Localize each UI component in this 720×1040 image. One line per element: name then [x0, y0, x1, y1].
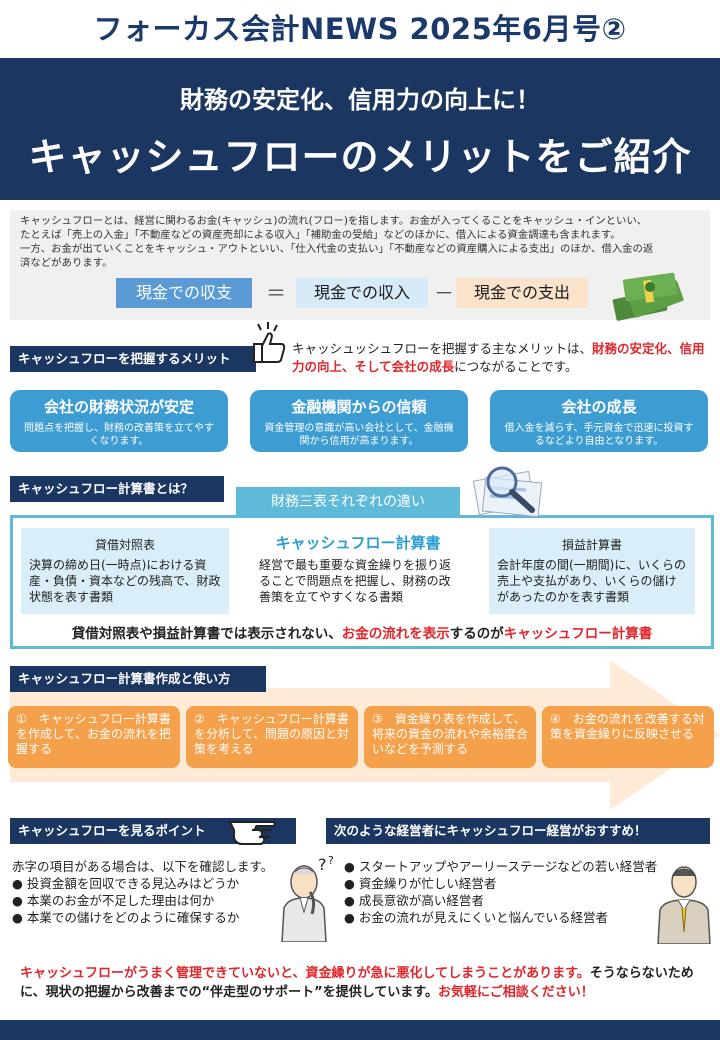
column-title: 損益計算書 [561, 538, 622, 552]
footer-bar [0, 1020, 720, 1040]
step-card-3: ③ 資金繰り表を作成して、将来の資金の流れや余裕度合いなどを予測する [364, 706, 536, 768]
column-desc: 経営で最も重要な資金繰りを振り返ることで問題点を把握し、財務の改善策を立てやすく… [259, 558, 452, 604]
closing-message: キャッシュフローがうまく管理できていないと、資金繰りが急に悪化してしまうことがあ… [20, 964, 710, 1002]
svg-text:?: ? [328, 854, 334, 867]
merit-card-title: 会社の成長 [561, 398, 637, 416]
list-item: ● 資金繰りが忙しい経営者 [344, 876, 497, 891]
formula-minus: － [434, 281, 454, 305]
closing-cta: お気軽にご相談ください！ [438, 985, 594, 1000]
intro-line: 済などがあります。 [20, 257, 113, 269]
intro-box: キャッシュフローとは、経営に関わるお金(キャッシュ)の流れ(フロー)を指します。… [10, 210, 710, 322]
column-desc: 決算の締め日(一時点)における資産・負債・資本などの残高で、財政状態を表す書類 [29, 558, 221, 604]
column-title: キャッシュフロー計算書 [275, 534, 441, 552]
column-desc: 会計年度の間(一期間)に、いくらの売上や支払があり、いくらの儲けがあったのかを表… [497, 558, 687, 604]
summary-text-a: 貸借対照表や損益計算書では表示されない、 [71, 626, 342, 642]
merit-card-desc: 資金管理の意識が高い会社として、金融機関から信用が高まります。 [264, 423, 454, 447]
section-label-howto: キャッシュフロー計算書作成と使い方 [10, 666, 266, 692]
list-item: ● スタートアップやアーリーステージなどの若い経営者 [344, 859, 658, 874]
summary-highlight-2: キャッシュフロー計算書 [503, 626, 653, 642]
section-label-statement: キャッシュフロー計算書とは？ [10, 476, 224, 502]
balance-sheet-column: 貸借対照表 決算の締め日(一時点)における資産・負債・資本などの残高で、財政状態… [21, 528, 229, 614]
points-list: 赤字の項目がある場合は、以下を確認します。 ● 投資金額を回収できる見込みはどう… [12, 858, 312, 926]
statement-summary: 貸借対照表や損益計算書では表示されない、お金の流れを表示するのがキャッシュフロー… [13, 622, 711, 642]
newsletter-title: フォーカス会計NEWS 2025年6月号② [93, 12, 627, 46]
list-item: ● 本業のお金が不足した理由は何か [12, 893, 215, 908]
formula-equals: ＝ [266, 281, 286, 305]
merit-text-b: につながることです。 [454, 359, 578, 374]
points-intro: 赤字の項目がある場合は、以下を確認します。 [12, 859, 274, 874]
column-title: 貸借対照表 [94, 538, 155, 552]
merit-description: キャッシュッシュフローを把握する主なメリットは、財務の安定化、信用力の向上、そし… [292, 340, 712, 376]
thumbs-up-icon [250, 322, 288, 364]
closing-warning: キャッシュフローがうまく管理できていないと、資金繰りが急に悪化してしまうことがあ… [20, 966, 590, 981]
cash-formula: 現金での収支 ＝ 現金での収入 － 現金での支出 [10, 278, 710, 308]
intro-line: キャッシュフローとは、経営に関わるお金(キャッシュ)の流れ(フロー)を指します。… [20, 215, 648, 227]
businessman-illustration [654, 858, 714, 944]
merit-text-highlight: 財務の安定化、信用力の向上、そして会社の成長 [292, 341, 705, 374]
list-item: ● 本業での儲けをどのように確保するか [12, 910, 240, 925]
closing-support: そうならないために、現状の把握から改善までの“伴走型のサポート”を提供しています… [20, 966, 694, 1000]
step-card-4: ④ お金の流れを改善する対策を資金繰りに反映させる [542, 706, 714, 768]
merit-card-trust: 金融機関からの信頼 資金管理の意識が高い会社として、金融機関から信用が高まります… [250, 390, 468, 452]
formula-income: 現金での収入 [296, 278, 428, 308]
merit-card-stability: 会社の財務状況が安定 問題点を把握し、財務の改善策を立てやすくなります。 [10, 390, 228, 452]
svg-text:?: ? [318, 855, 327, 874]
intro-line: 一方、お金が出ていくことをキャッシュ・アウトといい、「仕入代金の支払い」「不動産… [20, 243, 654, 255]
magnifier-document-icon [466, 462, 562, 518]
hero-headline: キャッシュフローのメリットをご紹介 [28, 135, 692, 179]
list-item: ● 投資金額を回収できる見込みはどうか [12, 876, 240, 891]
merit-text-a: キャッシュッシュフローを把握する主なメリットは、 [292, 341, 593, 356]
intro-line: たとえば「売上の入金」「不動産などの資産売却による収入」「補助金の受給」などのほ… [20, 229, 621, 241]
summary-text-b: するのが [449, 626, 504, 642]
step-card-1: ① キャッシュフロー計算書を作成して、お金の流れを把握する [8, 706, 180, 768]
hero-banner: 財務の安定化、信用力の向上に！ キャッシュフローのメリットをご紹介 [0, 58, 720, 200]
merit-card-title: 金融機関からの信頼 [291, 398, 427, 416]
summary-highlight: お金の流れを表示 [341, 626, 450, 642]
three-statements-frame: 貸借対照表 決算の締め日(一時点)における資産・負債・資本などの残高で、財政状態… [10, 515, 714, 649]
hero-subtitle: 財務の安定化、信用力の向上に！ [180, 86, 540, 114]
statements-difference-tab: 財務三表それぞれの違い [236, 487, 460, 517]
recommend-list: ● スタートアップやアーリーステージなどの若い経営者 ● 資金繰りが忙しい経営者… [344, 858, 684, 926]
section-label-merit: キャッシュフローを把握するメリット [10, 346, 256, 372]
step-card-2: ② キャッシュフロー計算書を分析して、問題の原因と対策を考える [186, 706, 358, 768]
thinking-man-illustration: ? ? [272, 852, 344, 942]
money-stack-icon [610, 266, 690, 322]
merit-card-desc: 借入金を減らす、手元資金で迅速に投資するなどより自由となります。 [504, 423, 694, 447]
merit-card-growth: 会社の成長 借入金を減らす、手元資金で迅速に投資するなどより自由となります。 [490, 390, 708, 452]
merit-card-desc: 問題点を把握し、財務の改善策を立てやすくなります。 [24, 423, 214, 447]
list-item: ● お金の流れが見えにくいと悩んでいる経営者 [344, 910, 609, 925]
formula-balance: 現金での収支 [116, 278, 252, 308]
cashflow-statement-column: キャッシュフロー計算書 経営で最も重要な資金繰りを振り返ることで問題点を把握し、… [251, 528, 465, 614]
list-item: ● 成長意欲が高い経営者 [344, 893, 484, 908]
formula-expense: 現金での支出 [456, 278, 588, 308]
income-statement-column: 損益計算書 会計年度の間(一期間)に、いくらの売上や支払があり、いくらの儲けがあ… [489, 528, 695, 614]
merit-card-title: 会社の財務状況が安定 [43, 398, 194, 416]
section-label-recommend: 次のような経営者にキャッシュフロー経営がおすすめ！ [326, 818, 710, 844]
pointing-hand-icon [228, 808, 276, 848]
